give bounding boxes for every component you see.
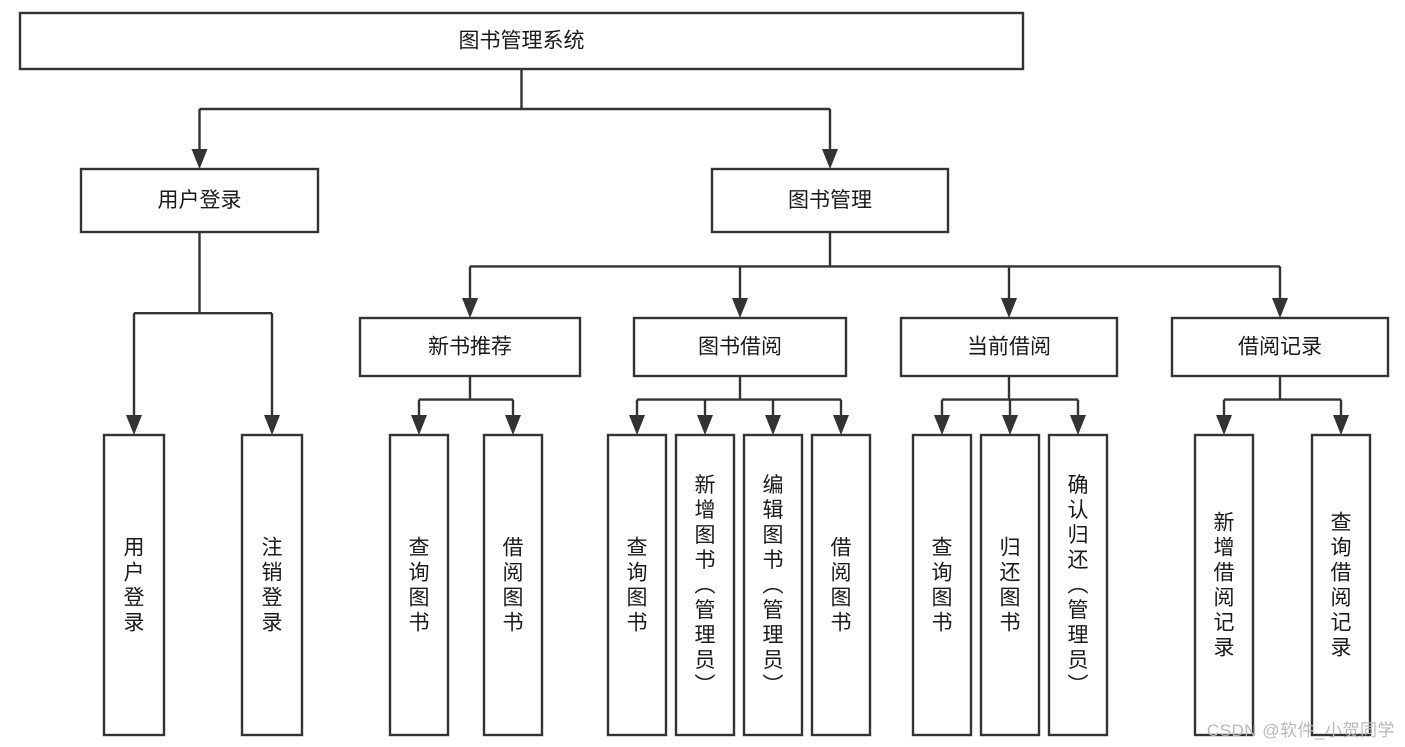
node-box <box>102 433 166 737</box>
node-box <box>632 316 848 378</box>
node-box <box>482 433 544 737</box>
node-book-borrow[interactable]: 图书借阅 <box>632 316 848 378</box>
arrow-head-icon <box>765 415 781 435</box>
node-box <box>358 316 582 378</box>
node-leaf-query-book-3[interactable]: 查询图书 <box>911 433 973 737</box>
arrow-head-icon <box>126 415 142 435</box>
node-label: 查询借阅记录 <box>1331 512 1352 660</box>
node-box <box>899 316 1119 378</box>
node-box <box>79 167 320 234</box>
node-leaf-borrow-book-2[interactable]: 借阅图书 <box>810 433 872 737</box>
node-leaf-add-book[interactable]: 新增图书︵管理员︶ <box>674 433 736 737</box>
node-label: 新书推荐 <box>428 336 512 359</box>
arrow-head-icon <box>1216 415 1232 435</box>
node-book-manage[interactable]: 图书管理 <box>710 167 950 234</box>
node-box <box>606 433 668 737</box>
node-label: 新增借阅记录 <box>1214 512 1235 660</box>
arrow-head-icon <box>934 415 950 435</box>
node-leaf-add-record[interactable]: 新增借阅记录 <box>1193 433 1255 737</box>
arrow-head-icon <box>629 415 645 435</box>
node-label: 编辑图书︵管理员︶ <box>763 474 784 697</box>
node-label: 图书管理 <box>788 189 872 212</box>
arrow-head-icon <box>1002 415 1018 435</box>
arrow-head-icon <box>1272 298 1288 318</box>
arrow-head-icon <box>833 415 849 435</box>
node-leaf-query-record[interactable]: 查询借阅记录 <box>1310 433 1372 737</box>
arrow-head-icon <box>732 298 748 318</box>
node-box <box>388 433 450 737</box>
node-label: 查询图书 <box>627 537 648 635</box>
node-borrow-record[interactable]: 借阅记录 <box>1170 316 1390 378</box>
arrow-head-icon <box>411 415 427 435</box>
arrow-head-icon <box>462 298 478 318</box>
node-box <box>911 433 973 737</box>
node-label: 归还图书 <box>1000 537 1021 635</box>
arrow-head-icon <box>1001 298 1017 318</box>
node-box <box>742 433 804 737</box>
node-leaf-user-login[interactable]: 用户登录 <box>102 433 166 737</box>
connector-group <box>411 376 521 435</box>
node-box <box>18 11 1025 71</box>
node-label: 图书借阅 <box>698 336 782 359</box>
node-box <box>979 433 1041 737</box>
node-label: 用户登录 <box>124 537 145 635</box>
node-box <box>710 167 950 234</box>
arrow-head-icon <box>822 149 838 169</box>
arrow-head-icon <box>1333 415 1349 435</box>
node-box <box>674 433 736 737</box>
arrow-head-icon <box>191 149 208 169</box>
node-label: 用户登录 <box>158 189 242 212</box>
node-current-borrow[interactable]: 当前借阅 <box>899 316 1119 378</box>
node-box <box>1047 433 1109 737</box>
node-label: 确认归还︵管理员︶ <box>1068 474 1089 697</box>
connector-group <box>191 69 838 169</box>
node-label: 图书管理系统 <box>459 30 585 53</box>
node-box <box>240 433 304 737</box>
node-label: 当前借阅 <box>967 336 1051 359</box>
node-box <box>1170 316 1390 378</box>
node-root[interactable]: 图书管理系统 <box>18 11 1025 71</box>
node-label: 查询图书 <box>932 537 953 635</box>
node-user-login[interactable]: 用户登录 <box>79 167 320 234</box>
arrow-head-icon <box>264 415 280 435</box>
arrow-head-icon <box>505 415 521 435</box>
connector-group <box>1216 376 1349 435</box>
node-leaf-borrow-book-1[interactable]: 借阅图书 <box>482 433 544 737</box>
node-layer: 图书管理系统用户登录图书管理新书推荐图书借阅当前借阅借阅记录用户登录注销登录查询… <box>18 11 1390 737</box>
node-label: 注销登录 <box>262 537 283 635</box>
arrow-head-icon <box>697 415 713 435</box>
node-label: 借阅图书 <box>831 537 852 635</box>
node-leaf-confirm-return[interactable]: 确认归还︵管理员︶ <box>1047 433 1109 737</box>
node-leaf-logout[interactable]: 注销登录 <box>240 433 304 737</box>
node-label: 新增图书︵管理员︶ <box>695 474 716 697</box>
node-leaf-query-book-2[interactable]: 查询图书 <box>606 433 668 737</box>
node-label: 查询图书 <box>409 537 430 635</box>
node-box <box>810 433 872 737</box>
node-leaf-query-book-1[interactable]: 查询图书 <box>388 433 450 737</box>
node-box <box>1310 433 1372 737</box>
node-leaf-edit-book[interactable]: 编辑图书︵管理员︶ <box>742 433 804 737</box>
node-leaf-return-book[interactable]: 归还图书 <box>979 433 1041 737</box>
node-label: 借阅图书 <box>503 537 524 635</box>
arrow-head-icon <box>1070 415 1086 435</box>
node-label: 借阅记录 <box>1238 336 1322 359</box>
connector-group <box>629 376 849 435</box>
node-box <box>1193 433 1255 737</box>
connector-group <box>934 376 1086 435</box>
connector-group <box>126 232 280 435</box>
connector-group <box>462 232 1288 318</box>
node-new-book-rec[interactable]: 新书推荐 <box>358 316 582 378</box>
edge-layer <box>126 69 1349 435</box>
